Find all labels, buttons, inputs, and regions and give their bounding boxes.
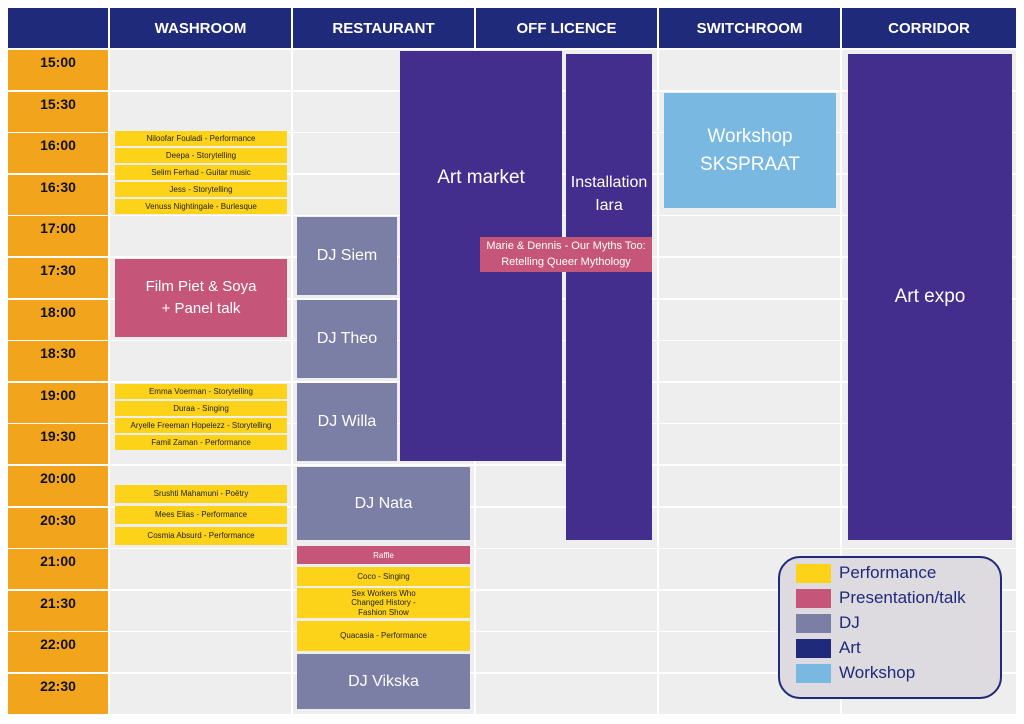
grid-cell <box>110 91 291 132</box>
washroom-act: Cosmia Absurd - Performance <box>115 527 287 545</box>
grid-cell <box>659 258 840 299</box>
film-panel-talk: Film Piet & Soya + Panel talk <box>115 259 287 337</box>
grid-cell <box>659 299 840 340</box>
time-label: 21:30 <box>8 590 108 631</box>
legend-swatch <box>796 563 831 583</box>
raffle: Raffle <box>297 546 470 564</box>
grid-cell <box>659 50 840 91</box>
myths-talk: Marie & Dennis - Our Myths Too: Retellin… <box>480 237 652 272</box>
time-label: 20:30 <box>8 507 108 548</box>
time-label: 18:30 <box>8 341 108 382</box>
header-restaurant: RESTAURANT <box>293 8 474 48</box>
myths-talk-label: Marie & Dennis - Our Myths Too: Retellin… <box>486 240 646 268</box>
time-label: 16:30 <box>8 174 108 215</box>
legend-swatch <box>796 613 831 633</box>
washroom-act: Srushti Mahamuni - Poëtry <box>115 485 287 503</box>
washroom-act: Deepa - Storytelling <box>115 148 287 163</box>
coco-singing: Coco - Singing <box>297 567 470 586</box>
time-label: 20:00 <box>8 466 108 507</box>
washroom-act: Venuss Nightingale - Burlesque <box>115 199 287 214</box>
time-label: 18:00 <box>8 299 108 340</box>
film-panel-talk-label: Film Piet & Soya + Panel talk <box>145 278 257 317</box>
art-expo-label: Art expo <box>894 286 966 307</box>
time-label: 17:30 <box>8 258 108 299</box>
sex-workers-fashion-show: Sex Workers Who Changed History - Fashio… <box>297 588 470 618</box>
legend-label: DJ <box>839 613 860 632</box>
grid-cell <box>110 50 291 91</box>
grid-cell <box>659 507 840 548</box>
grid-cell <box>659 216 840 257</box>
washroom-act: Emma Voerman - Storytelling <box>115 384 287 399</box>
grid-cell <box>110 590 291 631</box>
legend-label: Workshop <box>839 663 916 682</box>
washroom-act: Jess - Storytelling <box>115 182 287 197</box>
header-switchroom: SWITCHROOM <box>659 8 840 48</box>
time-label: 19:30 <box>8 424 108 465</box>
washroom-act: Famil Zaman - Performance <box>115 435 287 450</box>
dj-siem: DJ Siem <box>297 217 397 295</box>
grid-cell <box>110 632 291 673</box>
art-expo: Art expo <box>848 54 1012 540</box>
header-corner <box>8 8 108 48</box>
grid-cell <box>659 341 840 382</box>
grid-cell <box>476 549 657 590</box>
time-label: 16:00 <box>8 133 108 174</box>
header-off-licence: OFF LICENCE <box>476 8 657 48</box>
legend-item-workshop: Workshop <box>796 663 915 683</box>
time-label: 15:30 <box>8 91 108 132</box>
grid-cell <box>476 590 657 631</box>
sex-workers-label: Sex Workers Who Changed History - Fashio… <box>351 589 416 617</box>
legend-label: Presentation/talk <box>839 588 966 607</box>
legend-label: Performance <box>839 563 937 582</box>
grid-cell <box>659 424 840 465</box>
time-label: 21:00 <box>8 549 108 590</box>
grid-cell <box>476 674 657 715</box>
washroom-act: Niloofar Fouladi - Performance <box>115 131 287 146</box>
grid-cell <box>110 549 291 590</box>
installation-iara: Installation Iara <box>566 54 652 540</box>
art-market-label: Art market <box>437 167 525 188</box>
installation-iara-label: Installation Iara <box>570 174 648 215</box>
legend-swatch <box>796 663 831 683</box>
dj-nata: DJ Nata <box>297 467 470 540</box>
grid-cell <box>110 341 291 382</box>
washroom-act: Duraa - Singing <box>115 401 287 416</box>
legend-label: Art <box>839 638 861 657</box>
legend-item-dj: DJ <box>796 613 860 633</box>
workshop-skspraat: Workshop SKSPRAAT <box>664 93 836 208</box>
washroom-act: Aryelle Freeman Hopelezz - Storytelling <box>115 418 287 433</box>
time-label: 19:00 <box>8 382 108 423</box>
header-washroom: WASHROOM <box>110 8 291 48</box>
grid-cell <box>659 382 840 423</box>
time-label: 15:00 <box>8 50 108 91</box>
washroom-act: Mees Elias - Performance <box>115 506 287 524</box>
grid-cell <box>659 466 840 507</box>
legend-swatch <box>796 588 831 608</box>
legend-swatch <box>796 638 831 658</box>
grid-cell <box>110 674 291 715</box>
dj-willa: DJ Willa <box>297 383 397 461</box>
legend-item-performance: Performance <box>796 563 936 583</box>
time-label: 22:00 <box>8 632 108 673</box>
grid-cell <box>476 632 657 673</box>
grid-cell <box>110 216 291 257</box>
legend-item-art: Art <box>796 638 861 658</box>
time-label: 17:00 <box>8 216 108 257</box>
quacasia-performance: Quacasia - Performance <box>297 621 470 651</box>
legend-item-presentation: Presentation/talk <box>796 588 966 608</box>
workshop-label: Workshop SKSPRAAT <box>700 125 800 175</box>
dj-theo: DJ Theo <box>297 300 397 378</box>
washroom-act: Selim Ferhad - Guitar music <box>115 165 287 180</box>
header-corridor: CORRIDOR <box>842 8 1016 48</box>
time-label: 22:30 <box>8 674 108 715</box>
dj-vikska: DJ Vikska <box>297 654 470 709</box>
legend: Performance Presentation/talk DJ Art Wor… <box>778 556 1002 699</box>
